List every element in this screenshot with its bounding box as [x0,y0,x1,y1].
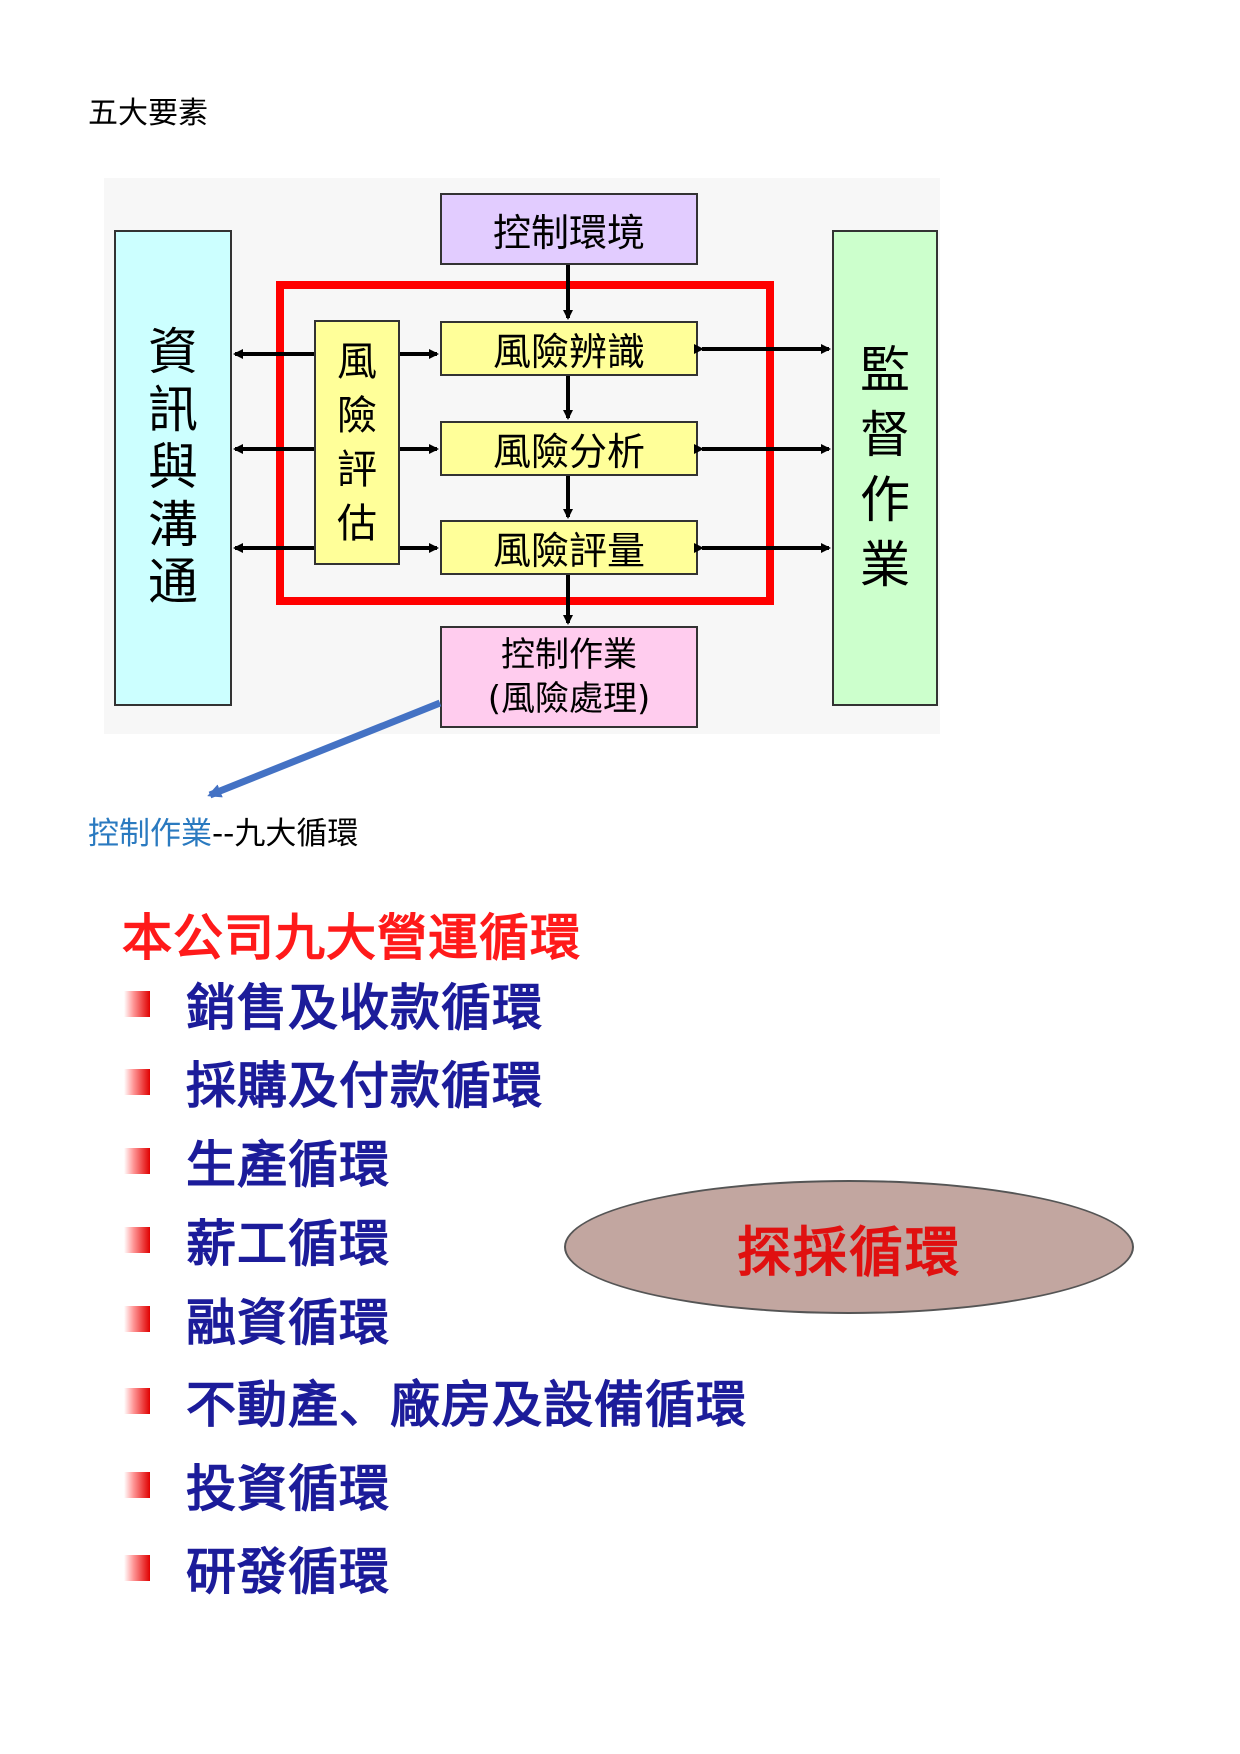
list-item-label: 薪工循環 [186,1215,390,1273]
control-activities-label: 控制作業 [501,634,637,675]
list-item: 生產循環 [124,1131,390,1194]
blue-pointer-arrow [207,699,442,799]
list-item-label: 銷售及收款循環 [186,979,543,1037]
risk-assessment-frame [276,281,774,605]
info-comm-char: 與 [148,438,198,497]
cycles-title: 本公司九大營運循環 [122,909,581,967]
bullet-icon [124,1069,150,1095]
control-activities-box: 控制作業 (風險處理) [440,626,698,728]
page-heading: 五大要素 [88,96,208,131]
info-comm-char: 溝 [148,495,198,554]
list-item-label: 融資循環 [186,1294,390,1352]
risk-assessment-char: 估 [337,500,377,547]
risk-assessment-char: 風 [337,338,377,385]
monitoring-char: 業 [860,536,910,594]
info-comm-char: 訊 [148,380,198,439]
exploration-cycle-callout: 探採循環 [564,1180,1134,1314]
callout-label: 探採循環 [737,1220,961,1284]
bullet-icon [124,1388,150,1414]
list-item: 採購及付款循環 [124,1052,543,1115]
caption-rest: --九大循環 [212,816,359,852]
risk-assessment-char: 評 [337,446,377,493]
caption: 控制作業--九大循環 [88,808,358,853]
monitoring-char: 監 [860,341,910,399]
monitoring-box: 監 督 作 業 [832,230,938,706]
list-item-label: 投資循環 [186,1460,390,1518]
risk-analysis-label: 風險分析 [492,430,645,474]
info-communication-box: 資 訊 與 溝 通 [114,230,232,706]
monitoring-char: 作 [860,471,910,529]
bullet-icon [124,1306,150,1332]
bullet-icon [124,1227,150,1253]
diagram-arrows [207,265,831,799]
list-item-label: 生產循環 [186,1136,390,1194]
control-environment-label: 控制環境 [492,210,645,255]
bullet-icon [124,991,150,1017]
list-item-label: 不動產、廠房及設備循環 [186,1376,747,1434]
risk-measurement-box: 風險評量 [440,520,698,575]
bullet-icon [124,1555,150,1581]
control-activities-link[interactable]: 控制作業 [88,816,212,852]
info-comm-char: 通 [148,553,198,612]
risk-assessment-char: 險 [337,392,377,439]
list-item: 融資循環 [124,1289,390,1352]
list-item-label: 採購及付款循環 [186,1057,543,1115]
risk-identification-label: 風險辨識 [492,330,645,374]
list-item: 銷售及收款循環 [124,974,543,1037]
info-comm-char: 資 [148,323,198,382]
list-item-label: 研發循環 [186,1543,390,1601]
bullet-icon [124,1472,150,1498]
control-environment-box: 控制環境 [440,193,698,265]
list-item: 研發循環 [124,1538,390,1601]
list-item: 薪工循環 [124,1210,390,1273]
risk-measurement-label: 風險評量 [492,529,645,573]
risk-assessment-box: 風 險 評 估 [314,320,400,565]
bullet-icon [124,1148,150,1174]
control-activities-sublabel: (風險處理) [487,679,651,719]
risk-analysis-box: 風險分析 [440,421,698,476]
list-item: 不動產、廠房及設備循環 [124,1371,747,1434]
monitoring-char: 督 [860,406,910,464]
list-item: 投資循環 [124,1455,390,1518]
